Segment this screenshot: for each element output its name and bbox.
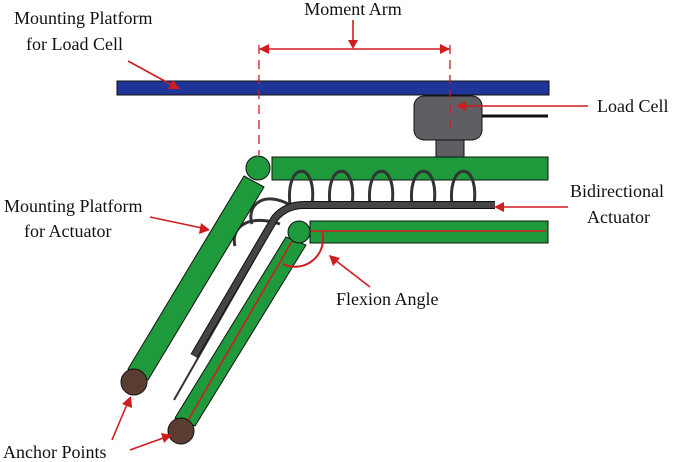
lower-hinge-joint bbox=[287, 220, 311, 244]
mount-load-cell-label-line1: Mounting Platform bbox=[14, 8, 153, 28]
load-cell-label: Load Cell bbox=[597, 96, 668, 116]
moment-arm-arrow-right bbox=[440, 44, 450, 54]
leader-anchor-upper bbox=[111, 401, 129, 441]
leader-bidirectional-head bbox=[494, 202, 504, 212]
lower-hinged-platform bbox=[309, 220, 549, 244]
bidirectional-actuator-core bbox=[191, 202, 495, 358]
actuator-mounting-arm bbox=[127, 175, 265, 381]
leader-mount-load-cell bbox=[127, 60, 173, 86]
leader-mount-actuator bbox=[149, 216, 203, 229]
leader-mount-actuator-head bbox=[199, 223, 210, 234]
leader-load-cell-head bbox=[456, 101, 466, 111]
flexion-angle-label: Flexion Angle bbox=[336, 289, 439, 309]
bidirectional-label-line1: Bidirectional bbox=[570, 181, 664, 201]
flexion-angle-arc bbox=[282, 230, 325, 268]
leader-anchor-lower bbox=[129, 436, 167, 451]
mount-actuator-label-line1: Mounting Platform bbox=[4, 196, 143, 216]
arm-centerline bbox=[185, 230, 299, 425]
mount-load-cell-label-line2: for Load Cell bbox=[26, 34, 123, 54]
load-cell-body bbox=[413, 95, 483, 141]
anchor-point-upper bbox=[120, 368, 148, 396]
load-cell-stem bbox=[435, 137, 465, 159]
leader-flexion-angle bbox=[334, 259, 371, 288]
leader-mount-load-cell-head bbox=[168, 80, 180, 89]
coil-spring bbox=[232, 169, 477, 247]
bidirectional-label-line2: Actuator bbox=[587, 207, 650, 227]
anchor-points-label: Anchor Points bbox=[3, 442, 107, 462]
load-cell-mounting-bar bbox=[116, 80, 550, 96]
mount-actuator-label-line2: for Actuator bbox=[24, 221, 111, 241]
leader-flexion-angle-head bbox=[329, 255, 340, 266]
leader-anchor-upper-head bbox=[122, 396, 132, 408]
leader-anchor-lower-head bbox=[161, 433, 172, 443]
moment-arm-label: Moment Arm bbox=[304, 0, 402, 19]
moment-arm-arrow-left bbox=[259, 44, 269, 54]
upper-fixed-platform bbox=[271, 156, 549, 181]
upper-hinge-joint bbox=[245, 155, 271, 181]
anchor-point-lower bbox=[167, 417, 195, 445]
moment-arm-pointer-head bbox=[348, 40, 358, 49]
